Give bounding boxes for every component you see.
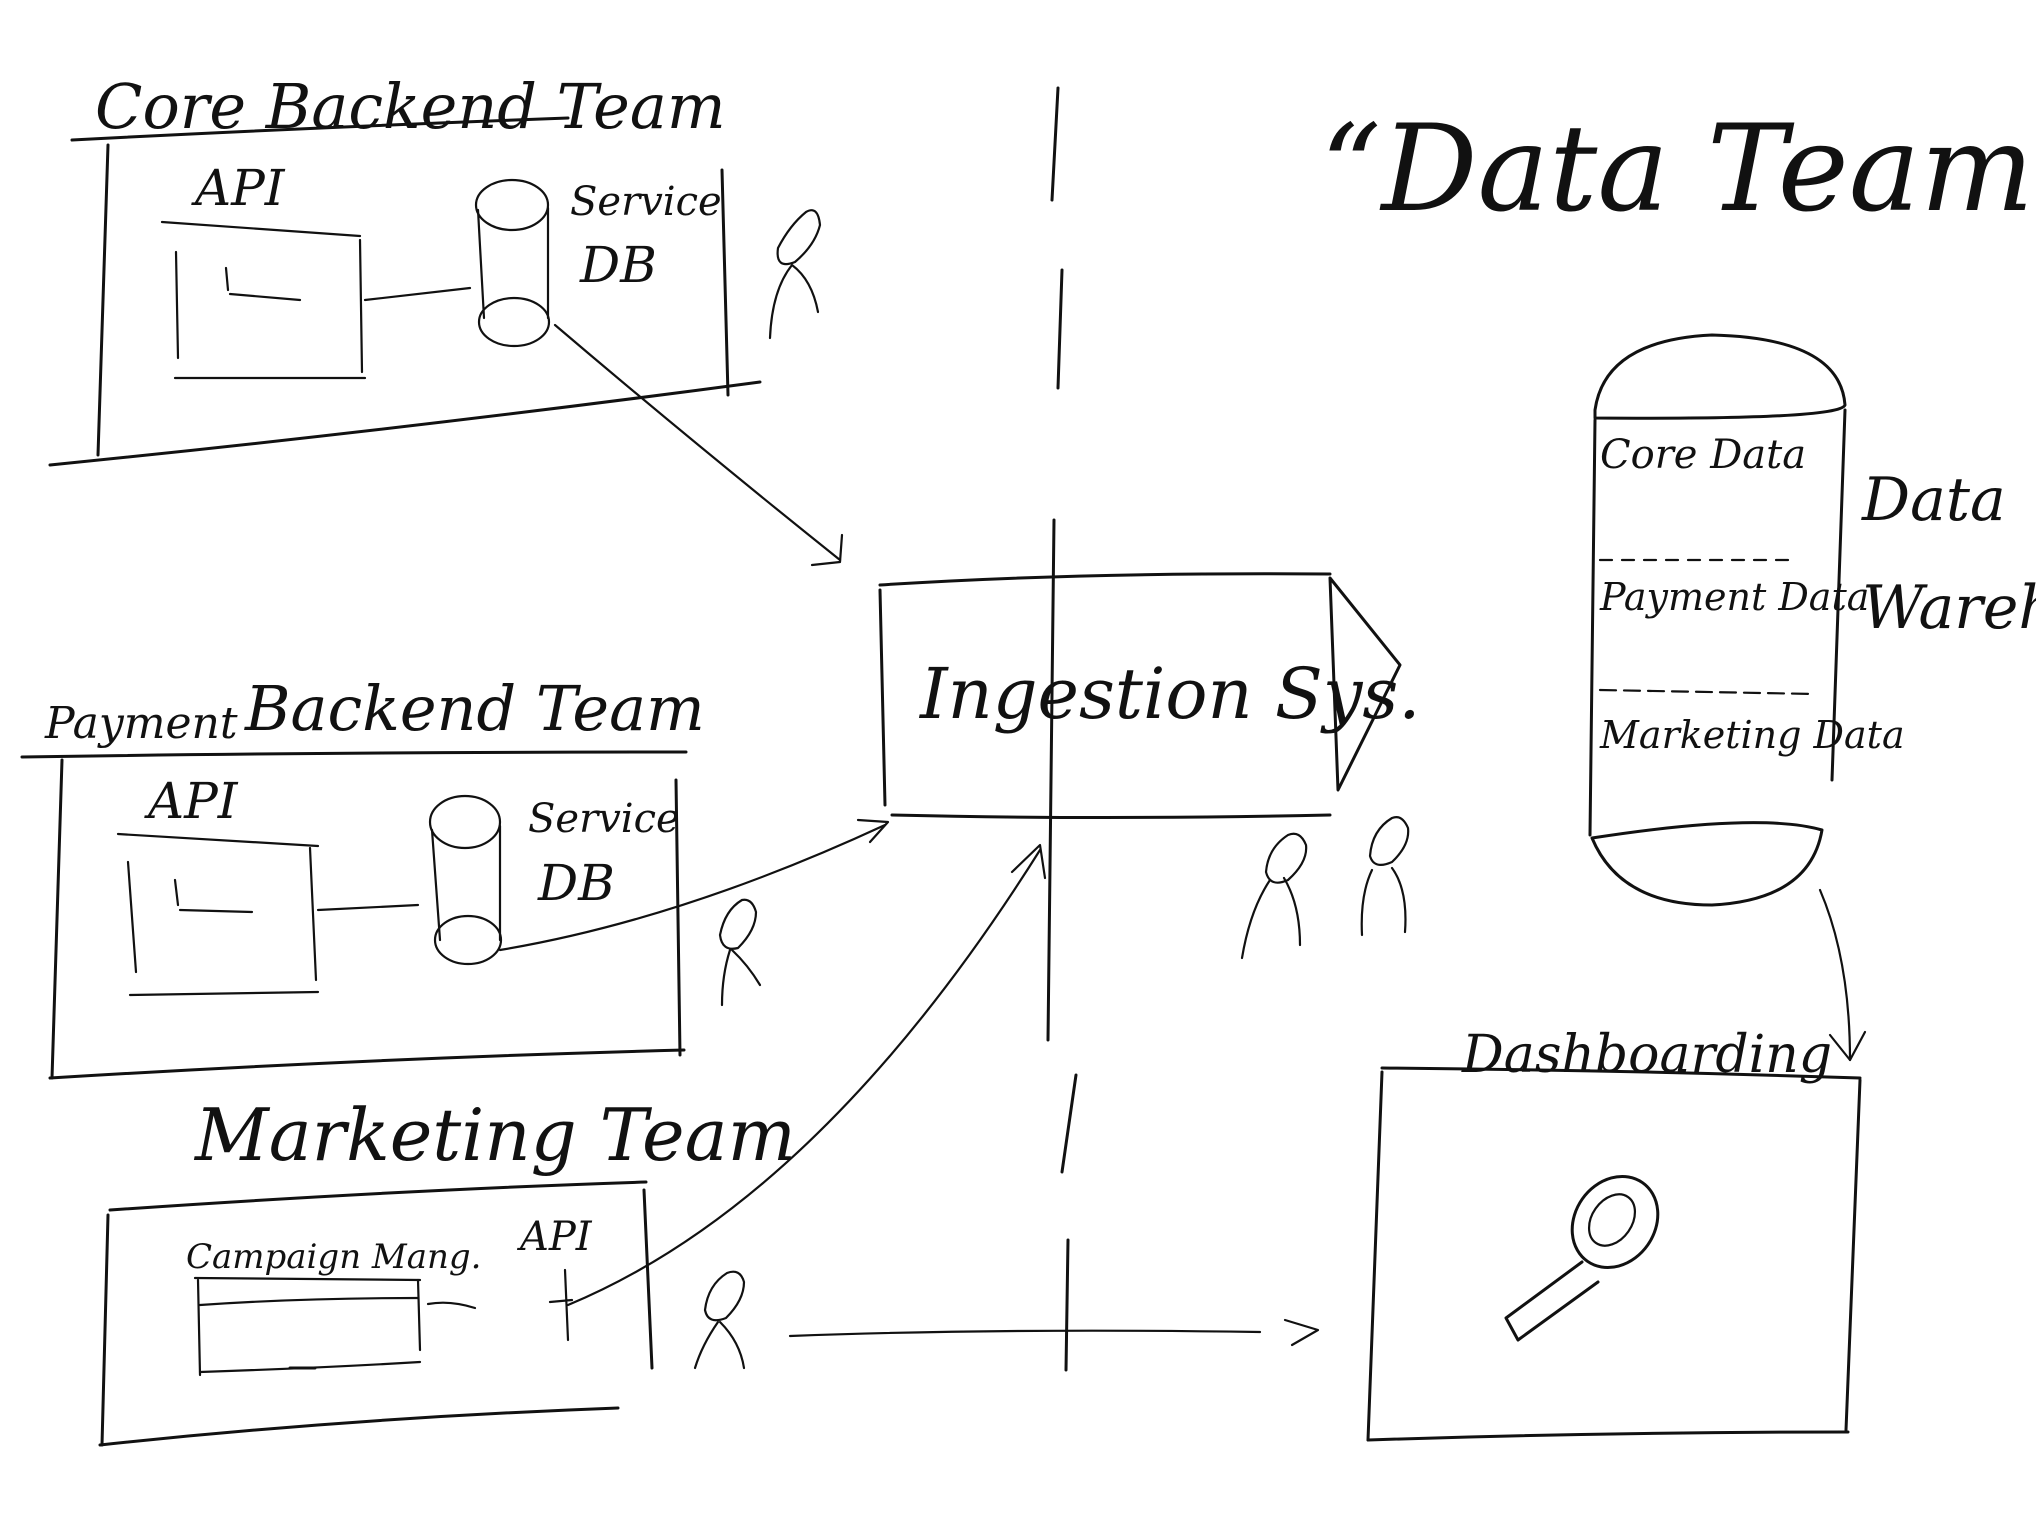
warehouse-to-dashboard-arrow: [1818, 888, 1852, 1062]
dashboard-box-top: [1380, 1066, 1862, 1080]
ingestion-box-top: [878, 572, 1332, 587]
warehouse-top-ellipse: [1593, 333, 1847, 420]
payment-api-cursor-icon: [173, 878, 254, 914]
warehouse-label-1: Data: [1861, 465, 2006, 535]
marketing-person-to-dashboard-arrow: [788, 1329, 1262, 1338]
dashboarding: Dashboarding: [1366, 1025, 1862, 1442]
core-backend-team: Core Backend Team API Service DB: [48, 70, 822, 467]
warehouse-section-core: Core Data: [1600, 432, 1806, 478]
marketing-arrowhead-icon: [1010, 843, 1047, 880]
data-warehouse: Core Data Payment Data Marketing Data Da…: [1588, 333, 2036, 907]
core-box-bottom: [48, 380, 762, 467]
core-api-label: API: [191, 159, 286, 217]
marketing-team-person-icon: [693, 1270, 746, 1370]
core-db-label-2: DB: [579, 236, 657, 294]
marketing-box-top: [108, 1180, 648, 1212]
core-db-to-ingestion-arrow: [553, 323, 842, 562]
flow-arrows: [498, 323, 1867, 1347]
warehouse-sides: [1588, 408, 1847, 837]
ingestion-box-bottom: [890, 813, 1332, 819]
ingestion-box-left: [878, 588, 887, 807]
data-team-title: “Data Team”: [1320, 100, 2036, 239]
payment-db-to-ingestion-arrow: [498, 823, 887, 952]
core-box-left: [96, 143, 110, 457]
core-team-person-icon: [768, 209, 822, 340]
core-api-cursor-icon: [224, 266, 302, 302]
marketing-box-left: [100, 1213, 110, 1447]
payment-api-right: [308, 846, 318, 982]
payment-api-left: [126, 860, 138, 974]
warehouse-section-marketing: Marketing Data: [1599, 713, 1905, 757]
warehouse-divider-2: [1598, 688, 1817, 696]
campaign-window-left: [196, 1278, 202, 1377]
payment-api-db-link: [316, 903, 420, 912]
payment-api-bottom: [128, 990, 320, 997]
marketing-box-right: [642, 1188, 654, 1370]
core-api-left: [174, 250, 180, 360]
warehouse-section-payment: Payment Data: [1599, 575, 1869, 619]
payment-db-icon: [428, 794, 503, 966]
core-api-db-link: [363, 286, 472, 302]
data-team-person-icon-1: [1240, 832, 1308, 960]
team-boundary-divider: [1046, 86, 1078, 1372]
core-db-icon: [474, 178, 551, 348]
payment-box-left: [50, 758, 64, 1080]
marketing-box-bottom: [98, 1406, 620, 1447]
campaign-to-api-arrow: [426, 1301, 477, 1310]
payment-box-right: [674, 778, 682, 1057]
payment-team-title-suffix: Backend Team: [244, 672, 705, 745]
core-title-underline: [70, 116, 570, 142]
magnifier-icon: [1504, 1174, 1660, 1342]
campaign-window-bar: [198, 1296, 420, 1307]
marketing-team-title: Marketing Team: [193, 1093, 796, 1177]
payment-team-person-icon: [718, 898, 762, 1007]
marketing-api-port: [548, 1268, 574, 1342]
ingestion-output-arrow-icon: [1328, 576, 1402, 792]
dashboard-box-right: [1844, 1078, 1862, 1432]
core-db-label-1: Service: [570, 179, 722, 225]
marketing-api-to-ingestion-arrow: [566, 848, 1042, 1307]
warehouse-arrowhead-icon: [1828, 1030, 1867, 1062]
payment-box-bottom: [48, 1048, 686, 1080]
core-box-right: [720, 168, 730, 397]
core-team-title: Core Backend Team: [95, 70, 726, 143]
payment-db-label-1: Service: [528, 796, 680, 842]
payment-arrowhead-icon: [856, 818, 890, 844]
data-team-person-icon-2: [1360, 816, 1410, 937]
campaign-window-top: [193, 1276, 422, 1282]
data-team: “Data Team” Ingestion Sys. Core Data Pay…: [878, 100, 2036, 1442]
payment-api-label: API: [144, 772, 239, 830]
payment-title-underline: [20, 750, 688, 759]
marketing-api-label: API: [516, 1214, 593, 1260]
payment-db-label-2: DB: [537, 854, 615, 912]
core-arrowhead-icon: [810, 533, 844, 567]
payment-team-title-prefix: Payment: [44, 698, 238, 749]
campaign-window-right: [416, 1278, 422, 1352]
warehouse-bottom-ellipse: [1590, 821, 1824, 907]
ingestion-label: Ingestion Sys.: [918, 653, 1421, 735]
marketing-team: Marketing Team Campaign Mang. API: [98, 1093, 796, 1447]
payment-api-top: [116, 832, 320, 848]
dashboard-box-left: [1366, 1070, 1384, 1442]
warehouse-label-2: Wareha: [1862, 573, 2036, 643]
core-api-top: [160, 220, 362, 238]
ingestion-system: Ingestion Sys.: [878, 572, 1421, 819]
payment-backend-team: Payment Backend Team API Service DB: [20, 672, 762, 1080]
marketing-campaign-label: Campaign Mang.: [186, 1237, 481, 1277]
dashboard-arrowhead-icon: [1283, 1318, 1320, 1347]
core-api-right: [358, 238, 364, 374]
dashboard-box-bottom: [1366, 1430, 1850, 1442]
